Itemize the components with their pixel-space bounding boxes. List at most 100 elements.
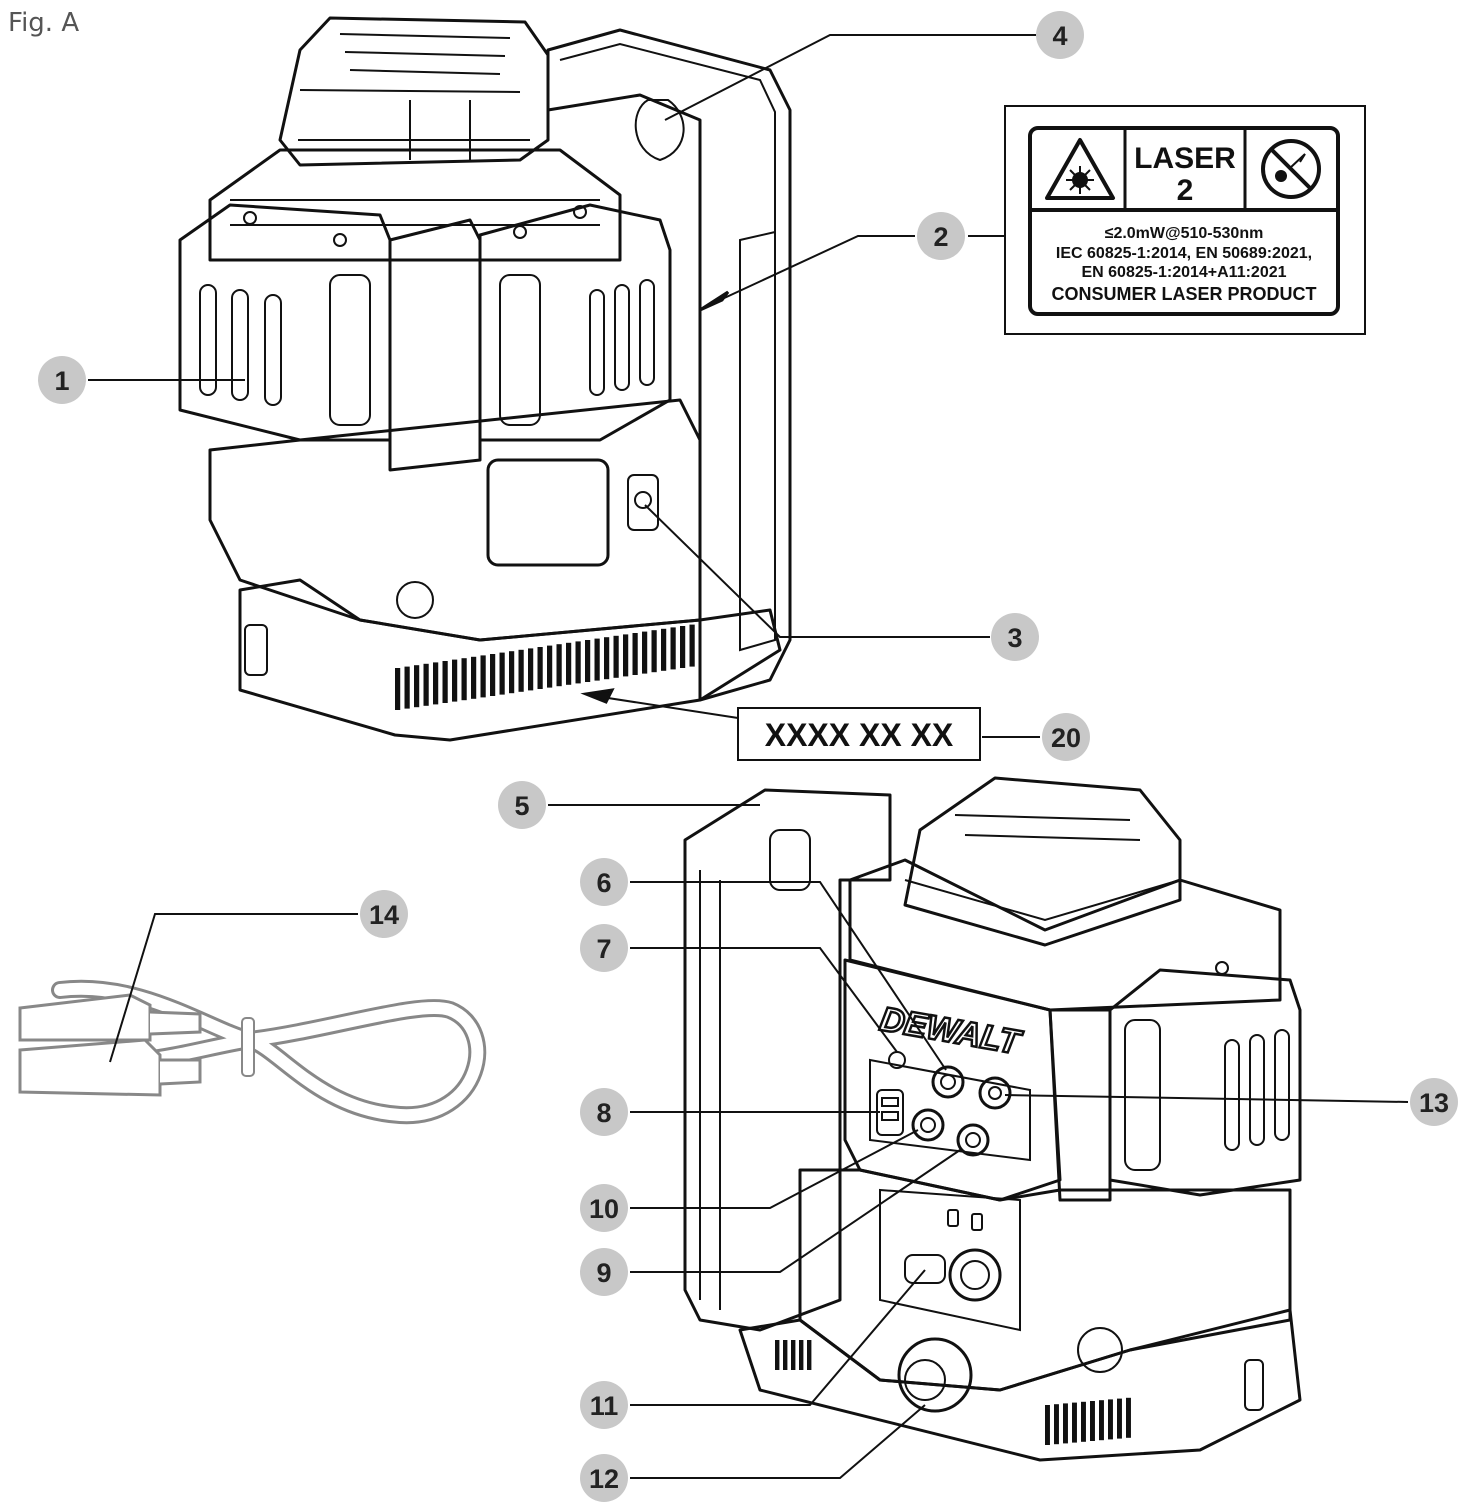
vent-slat <box>1099 1400 1104 1441</box>
vent-slat <box>613 635 619 678</box>
vent-slat <box>433 662 439 705</box>
laser-spec-product: CONSUMER LASER PRODUCT <box>1051 284 1316 304</box>
callout-1: 1 <box>38 356 86 404</box>
vent-slat <box>661 628 667 671</box>
vent-slat <box>1054 1404 1059 1445</box>
lower-body-bottom <box>798 1168 1292 1392</box>
vent-slat <box>623 634 629 677</box>
vent-slat <box>651 630 657 673</box>
vent-slat <box>791 1340 796 1370</box>
vent-slat <box>528 648 534 691</box>
vent-slat <box>604 637 610 680</box>
vent-slat <box>442 661 448 703</box>
laser-class-number: 2 <box>1177 174 1194 207</box>
laser-window-right-top <box>478 203 672 442</box>
callout-7: 7 <box>580 924 628 972</box>
callout-number: 2 <box>933 222 948 252</box>
vent-slat <box>395 668 401 710</box>
figure-label: Fig. A <box>8 8 80 38</box>
vent-slat <box>689 624 695 667</box>
vent-slat <box>566 642 572 685</box>
usb-connector-upper <box>18 993 202 1042</box>
callout-12: 12 <box>580 1454 628 1502</box>
callout-10: 10 <box>580 1184 628 1232</box>
vent-slat <box>799 1340 804 1370</box>
callout-6: 6 <box>580 858 628 906</box>
laser-spec-standard-2: EN 60825-1:2014+A11:2021 <box>1081 264 1286 281</box>
usb-connector-lower <box>18 1038 202 1097</box>
base-bottom <box>738 1308 1302 1462</box>
laser-unit-bottom: DEWALT <box>683 776 1302 1462</box>
screw-port-top <box>627 474 659 531</box>
laser-unit-top <box>178 16 792 742</box>
vent-slat <box>670 627 676 670</box>
callout-number: 14 <box>369 900 399 930</box>
callout-2: 2 <box>917 212 965 260</box>
callout-5: 5 <box>498 781 546 829</box>
callout-number: 12 <box>589 1464 619 1494</box>
vent-slat <box>680 626 686 668</box>
vent-slat <box>537 647 543 689</box>
laser-class-title: LASER <box>1134 142 1236 175</box>
side-bracket-bottom <box>683 788 892 1332</box>
callout-13: 13 <box>1410 1078 1458 1126</box>
callout-number: 20 <box>1051 723 1081 753</box>
usb-charge-port[interactable] <box>904 1254 946 1284</box>
fine-adjust-knob[interactable] <box>897 1337 973 1413</box>
callout-number: 11 <box>590 1391 619 1421</box>
vent-slat <box>594 638 600 681</box>
vent-slat <box>414 665 420 708</box>
lock-closed-icon <box>971 1213 983 1231</box>
vent-slat <box>1090 1401 1095 1441</box>
vent-slat <box>461 658 467 701</box>
pulse-button[interactable] <box>956 1123 990 1157</box>
vent-slat <box>642 631 648 674</box>
callout-4: 4 <box>1036 11 1084 59</box>
callout-number: 6 <box>596 868 611 898</box>
brightness-button[interactable] <box>978 1076 1012 1110</box>
callout-number: 8 <box>596 1098 611 1128</box>
callout-20: 20 <box>1042 713 1090 761</box>
vent-slat <box>423 663 429 706</box>
callout-number: 10 <box>589 1194 619 1224</box>
top-hood-top <box>278 16 550 167</box>
callout-number: 4 <box>1052 21 1067 51</box>
callout-3: 3 <box>991 613 1039 661</box>
callout-number: 13 <box>1419 1088 1449 1118</box>
vent-slat <box>480 655 486 698</box>
vent-slat <box>509 651 515 694</box>
vent-slat <box>575 641 581 684</box>
serial-number-text: XXXX XX XX <box>765 717 954 753</box>
serial-number-label: XXXX XX XX <box>737 707 981 761</box>
usb-cable <box>18 979 487 1125</box>
lock-open-icon <box>947 1209 959 1227</box>
callout-number: 7 <box>596 934 611 964</box>
body-shoulder-top <box>208 148 622 262</box>
pendulum-lock-switch[interactable] <box>948 1248 1002 1302</box>
vent-slat <box>1045 1405 1050 1445</box>
callout-number: 3 <box>1007 623 1022 653</box>
vent-slat <box>471 656 477 699</box>
callout-14: 14 <box>360 890 408 938</box>
vent-slat <box>404 666 410 709</box>
laser-warning-label: LASER 2 ≤2.0mW@510-530nm IEC 60825-1:201… <box>1004 105 1366 335</box>
base-top <box>238 578 782 742</box>
vent-slat <box>556 644 562 687</box>
centre-column-top <box>388 218 482 472</box>
vent-slat <box>1081 1401 1086 1442</box>
laser-line-button[interactable] <box>931 1065 965 1099</box>
vent-slat <box>1108 1399 1113 1440</box>
mode-button[interactable] <box>911 1108 945 1142</box>
laser-spec-power: ≤2.0mW@510-530nm <box>1105 225 1264 242</box>
vent-slat <box>775 1340 780 1370</box>
vent-slat <box>585 640 591 682</box>
vent-slat <box>1117 1398 1122 1439</box>
vent-slat <box>452 659 458 702</box>
vent-slat <box>632 633 638 675</box>
side-column-bottom <box>1048 1008 1112 1202</box>
callout-8: 8 <box>580 1088 628 1136</box>
callout-11: 11 <box>580 1381 628 1429</box>
